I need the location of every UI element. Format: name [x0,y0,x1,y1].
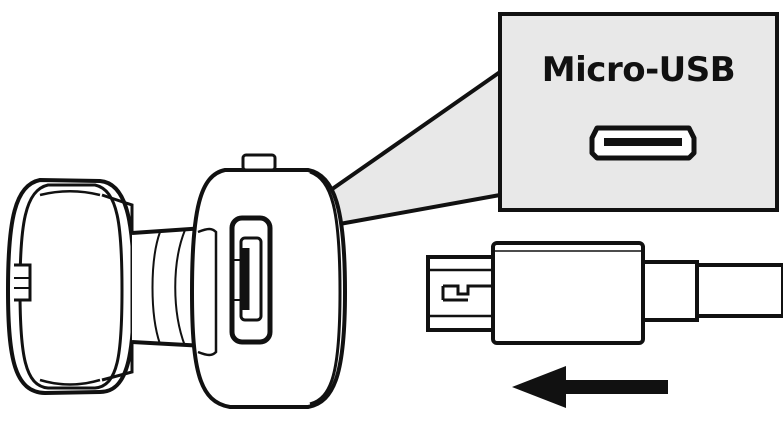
callout-label: Micro-USB [541,50,736,90]
earpiece-device-icon [5,153,348,409]
arrow-left-icon [512,366,668,408]
callout-box [498,12,779,212]
micro-usb-socket-icon [229,215,273,345]
micro-usb-port-icon [589,125,697,161]
micro-usb-plug-icon [426,241,783,345]
